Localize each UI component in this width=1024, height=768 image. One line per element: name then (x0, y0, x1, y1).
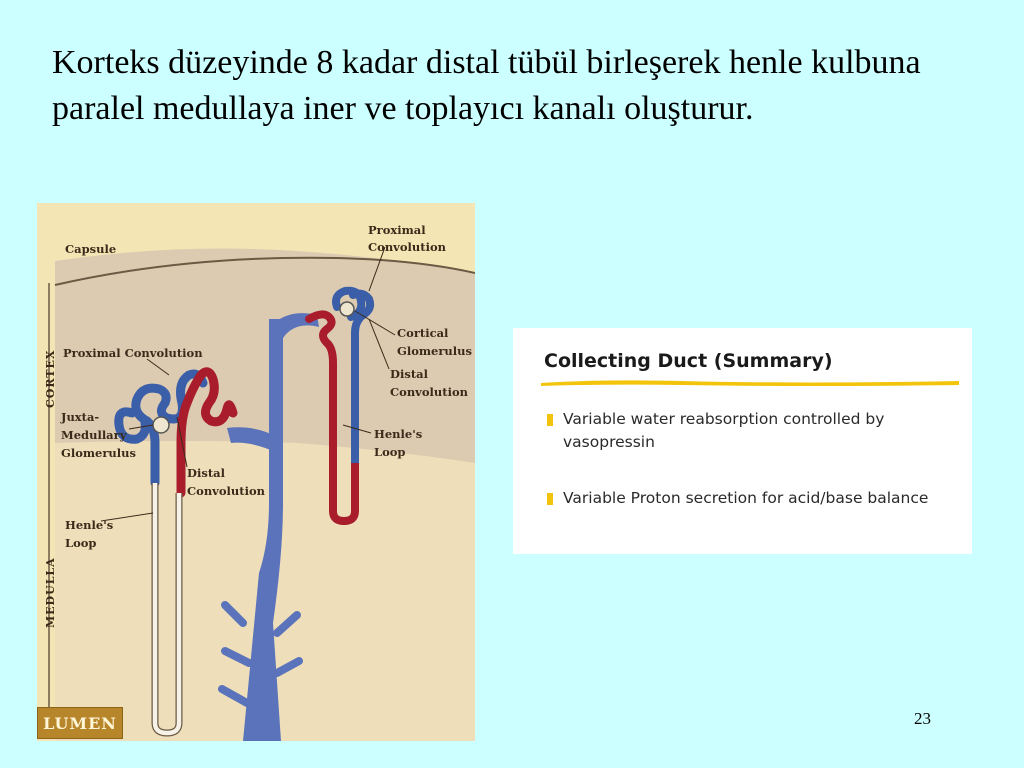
henle-loop-left (152, 483, 182, 736)
label-distal-convolution-right: Convolution (390, 385, 469, 399)
lumen-logo: LUMEN (37, 707, 123, 739)
label-distal-left: Distal (187, 466, 226, 480)
nephron-diagram: Capsule CORTEX MEDULLA Proximal Convolut… (37, 203, 475, 741)
collecting-duct-branch (227, 427, 273, 451)
slide-title: Korteks düzeyinde 8 kadar distal tübül b… (52, 44, 921, 127)
label-glomerulus-left: Glomerulus (61, 446, 136, 460)
label-cortical: Cortical (397, 326, 449, 340)
distal-tubule-left (176, 367, 238, 498)
label-glomerulus-right: Glomerulus (397, 344, 472, 358)
cortical-glomerulus (339, 301, 355, 317)
nephron-illustration: Capsule CORTEX MEDULLA Proximal Convolut… (37, 203, 475, 741)
capsule-line (54, 256, 475, 286)
label-medullary: Medullary (61, 428, 127, 442)
juxtamedullary-glomerulus (152, 416, 170, 434)
label-henles-right: Henle's (374, 427, 422, 441)
label-proximal-convolution-left: Proximal Convolution (63, 346, 203, 360)
label-convolution-right: Convolution (368, 240, 447, 254)
collecting-duct (243, 319, 309, 741)
label-juxta: Juxta- (60, 410, 99, 424)
distal-tubule-right (305, 310, 337, 467)
label-proximal-right: Proximal (368, 223, 426, 237)
label-cortex: CORTEX (44, 350, 57, 408)
label-henles-left: Henle's (65, 518, 113, 532)
bullet-icon (547, 414, 553, 426)
duct-branches (218, 601, 303, 707)
proximal-tubule-left (131, 369, 208, 488)
proximal-tubule-right-coil (332, 286, 366, 321)
label-convolution-left: Convolution (187, 484, 266, 498)
henle-loop-right (329, 463, 359, 526)
leader-lines (100, 246, 396, 522)
label-capsule: Capsule (65, 242, 116, 256)
page-number: 23 (914, 709, 931, 728)
summary-bullet: Variable Proton secretion for acid/base … (547, 487, 947, 510)
label-loop-left: Loop (65, 536, 96, 550)
label-loop-right: Loop (374, 445, 405, 459)
summary-panel: Collecting Duct (Summary) Variable water… (513, 328, 972, 554)
summary-bullet-text: Variable Proton secretion for acid/base … (563, 489, 929, 507)
summary-title: Collecting Duct (Summary) (544, 350, 833, 372)
label-medulla: MEDULLA (44, 557, 57, 628)
summary-underline (541, 380, 959, 386)
bullet-icon (547, 493, 553, 505)
label-distal-right: Distal (390, 367, 429, 381)
summary-bullet-text: Variable water reabsorption controlled b… (563, 410, 885, 451)
summary-bullet: Variable water reabsorption controlled b… (547, 408, 947, 454)
proximal-tubule-left-coil (114, 407, 150, 444)
